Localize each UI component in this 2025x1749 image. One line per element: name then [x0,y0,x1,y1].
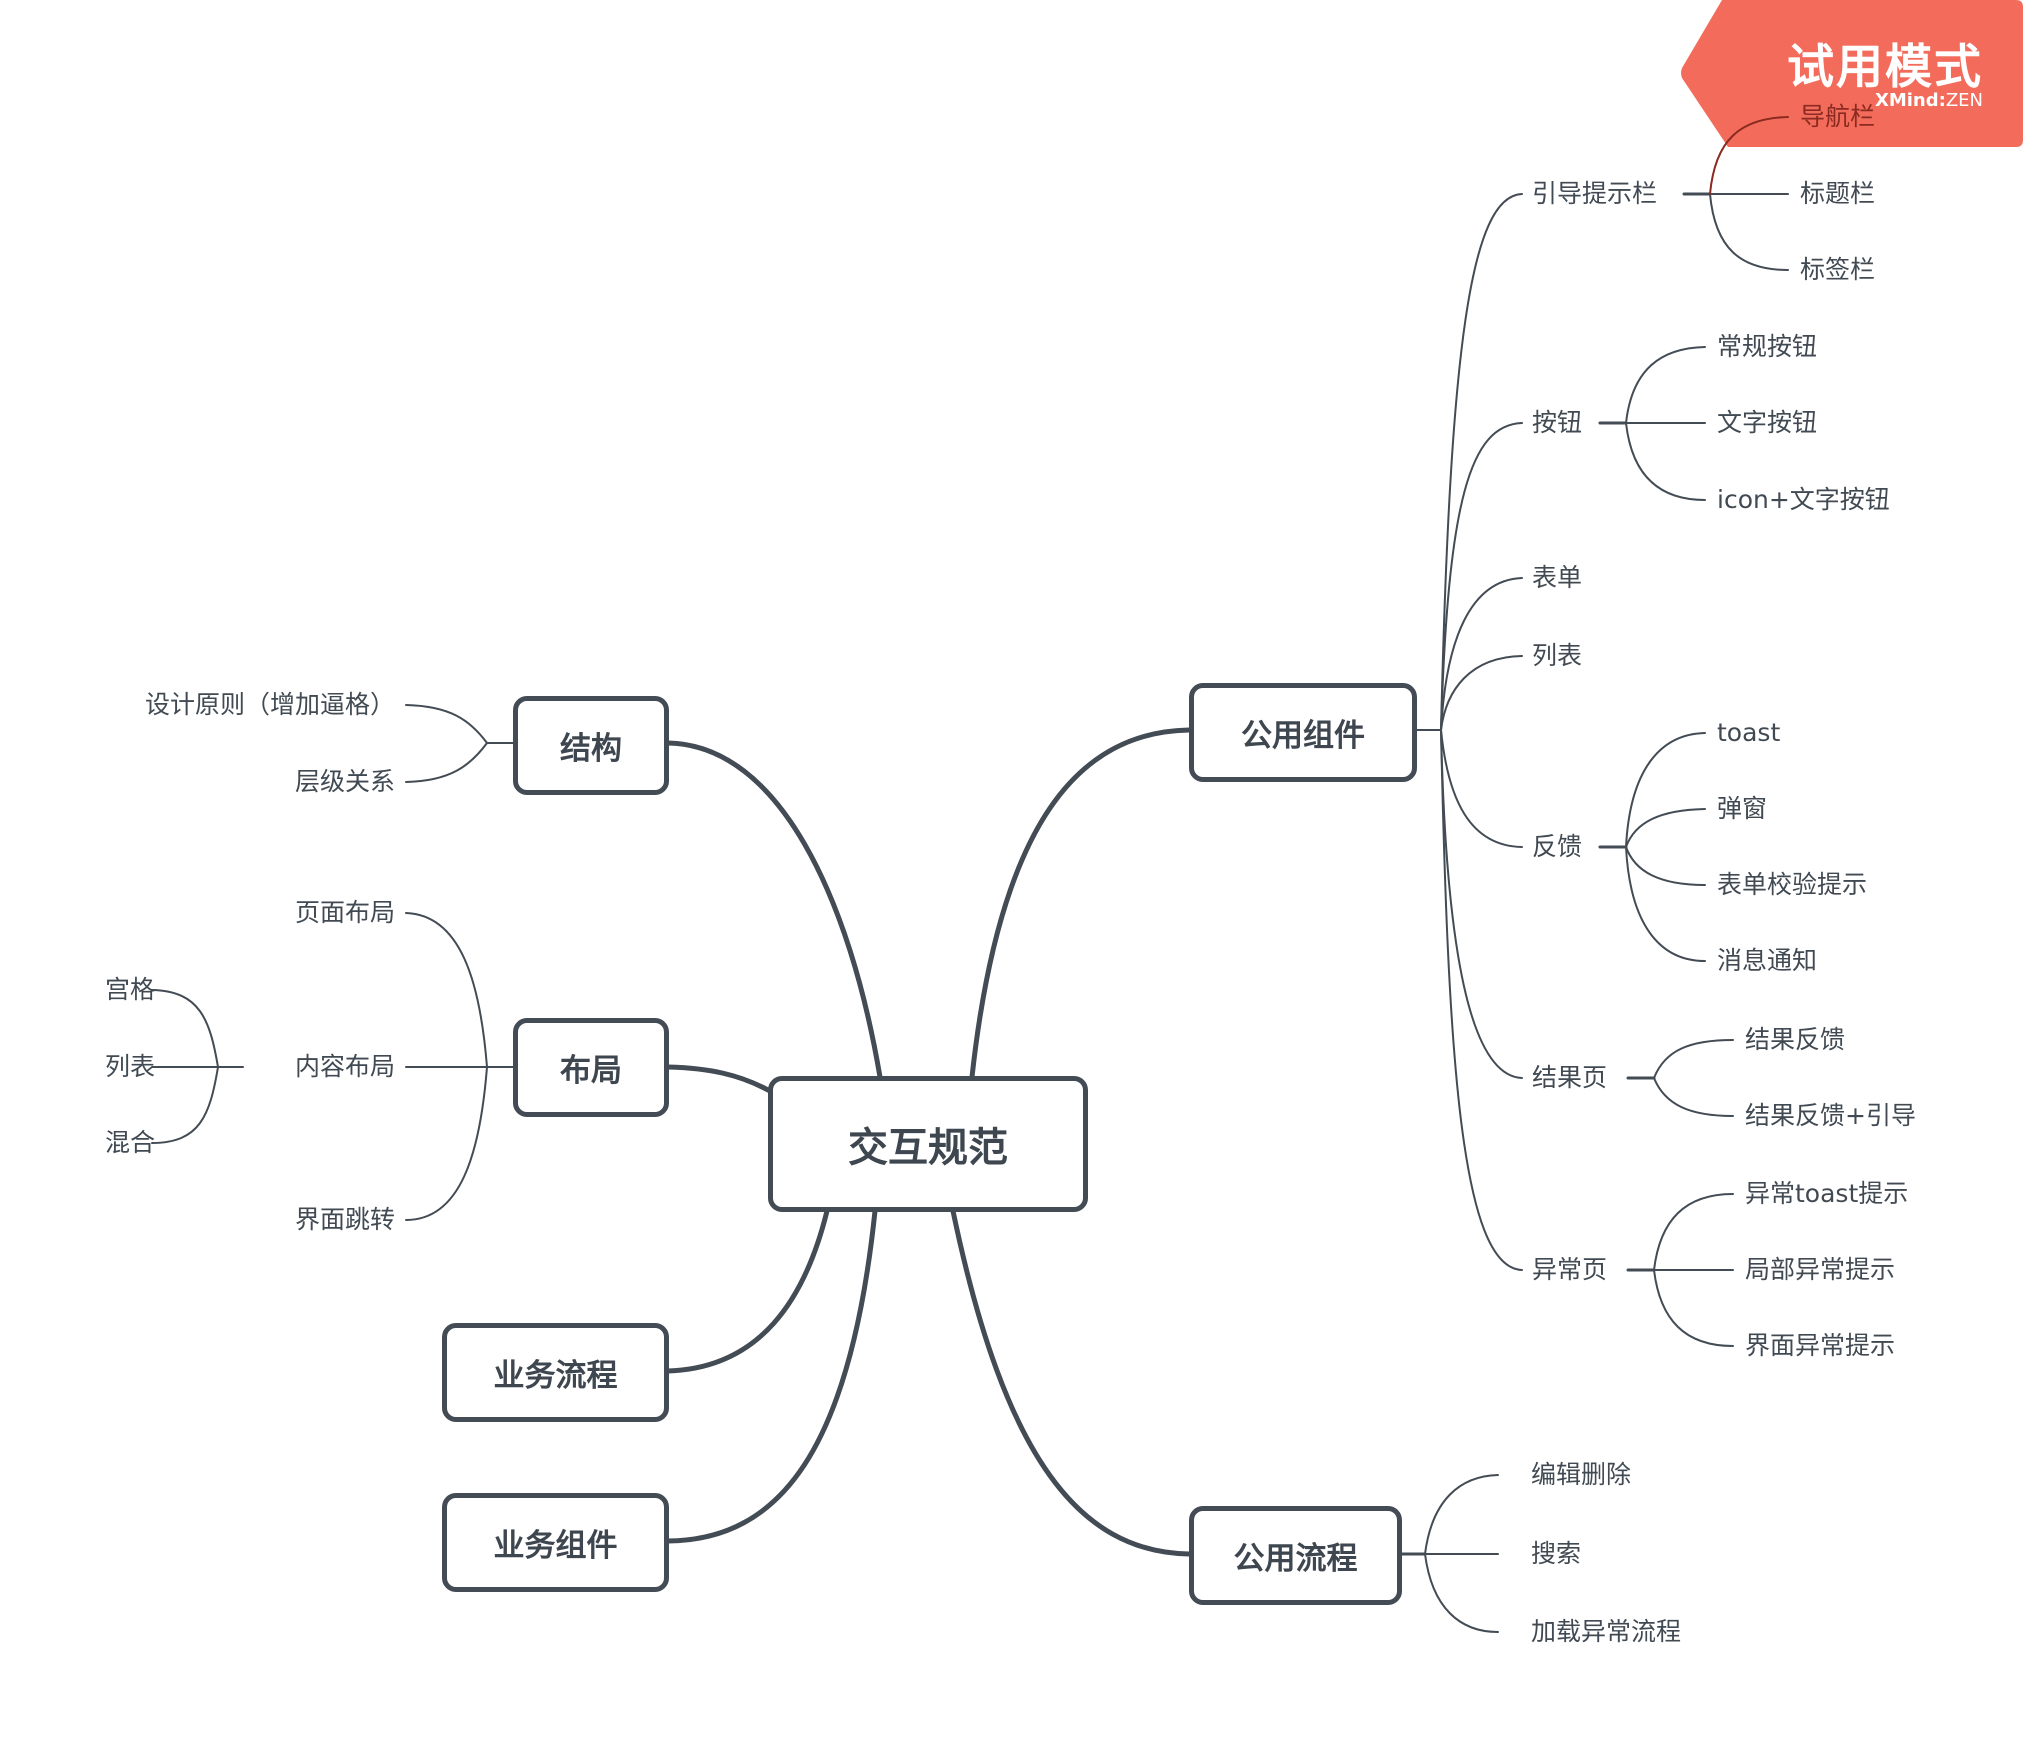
subtopic[interactable]: 内容布局 [294,1052,395,1081]
topic-common-components-label: 公用组件 [1241,718,1365,754]
topic-business-flow-label: 业务流程 [493,1358,618,1394]
connector-business-components [665,1208,878,1544]
subtopic[interactable]: 表单校验提示 [1717,870,1868,899]
connector-common-flows [950,1208,1192,1557]
topic-common-components[interactable]: 公用组件 [1189,683,1417,782]
watermark-edition: ZEN [1945,90,1983,111]
subtopic[interactable]: 结果页 [1532,1063,1608,1092]
subtopic[interactable]: 搜索 [1531,1539,1582,1568]
subtopic[interactable]: 列表 [104,1052,155,1081]
subtopic[interactable]: 页面布局 [294,898,395,927]
topic-common-flows-label: 公用流程 [1233,1541,1358,1577]
subtopic[interactable]: 局部异常提示 [1745,1255,1896,1284]
subtopic[interactable]: 设计原则（增加逼格） [144,690,395,719]
subtopic[interactable]: 按钮 [1532,408,1583,437]
subtopic[interactable]: 消息通知 [1717,946,1818,975]
subtopic[interactable]: icon+文字按钮 [1717,485,1890,514]
subtopic[interactable]: 结果反馈+引导 [1745,1101,1916,1130]
trial-watermark[interactable]: 试用模式 [1680,0,2025,148]
watermark-brand: XMind:ZEN [1875,90,1983,111]
watermark-separator: : [1938,90,1946,111]
subtopic[interactable]: 常规按钮 [1717,332,1818,361]
topic-structure-label: 结构 [560,731,622,767]
central-topic[interactable]: 交互规范 [768,1076,1088,1212]
watermark-brand-name: XMind [1874,90,1939,111]
connector-common-components [969,727,1192,1080]
topic-layout-label: 布局 [560,1053,622,1089]
subtopic[interactable]: 弹窗 [1717,794,1768,823]
subtopic[interactable]: 层级关系 [294,767,395,796]
subtopic[interactable]: toast [1717,718,1781,747]
connector-layout [665,1064,771,1093]
subtopic[interactable]: 反馈 [1532,832,1583,861]
subtopic[interactable]: 混合 [104,1128,155,1157]
topic-business-flow[interactable]: 业务流程 [442,1323,669,1422]
connector-structure [665,740,883,1080]
subtopic[interactable]: 加载异常流程 [1531,1617,1682,1646]
subtopic[interactable]: 引导提示栏 [1532,179,1658,208]
central-topic-label: 交互规范 [848,1125,1008,1171]
topic-business-components-label: 业务组件 [493,1528,618,1564]
subtopic[interactable]: 列表 [1532,641,1583,670]
subtopic[interactable]: 异常页 [1532,1255,1608,1284]
subtopic[interactable]: 编辑删除 [1531,1460,1632,1489]
topic-common-flows[interactable]: 公用流程 [1189,1506,1402,1605]
subtopic[interactable]: 标签栏 [1800,255,1876,284]
connector-business-flow [665,1208,830,1374]
watermark-badge-shape [1681,0,2023,147]
subtopic[interactable]: 界面异常提示 [1745,1331,1896,1360]
topic-layout[interactable]: 布局 [513,1018,669,1117]
subtopic[interactable]: 表单 [1532,563,1583,592]
subtopic[interactable]: 结果反馈 [1745,1025,1846,1054]
subtopic[interactable]: 导航栏 [1800,102,1876,131]
subtopic[interactable]: 界面跳转 [294,1205,395,1234]
subtopic[interactable]: 宫格 [104,975,155,1004]
topic-structure[interactable]: 结构 [513,696,669,795]
subtopic[interactable]: 异常toast提示 [1745,1179,1909,1208]
subtopic[interactable]: 文字按钮 [1717,408,1818,437]
watermark-title: 试用模式 [1787,40,1983,95]
topic-business-components[interactable]: 业务组件 [442,1493,669,1592]
subtopic[interactable]: 标题栏 [1800,179,1876,208]
